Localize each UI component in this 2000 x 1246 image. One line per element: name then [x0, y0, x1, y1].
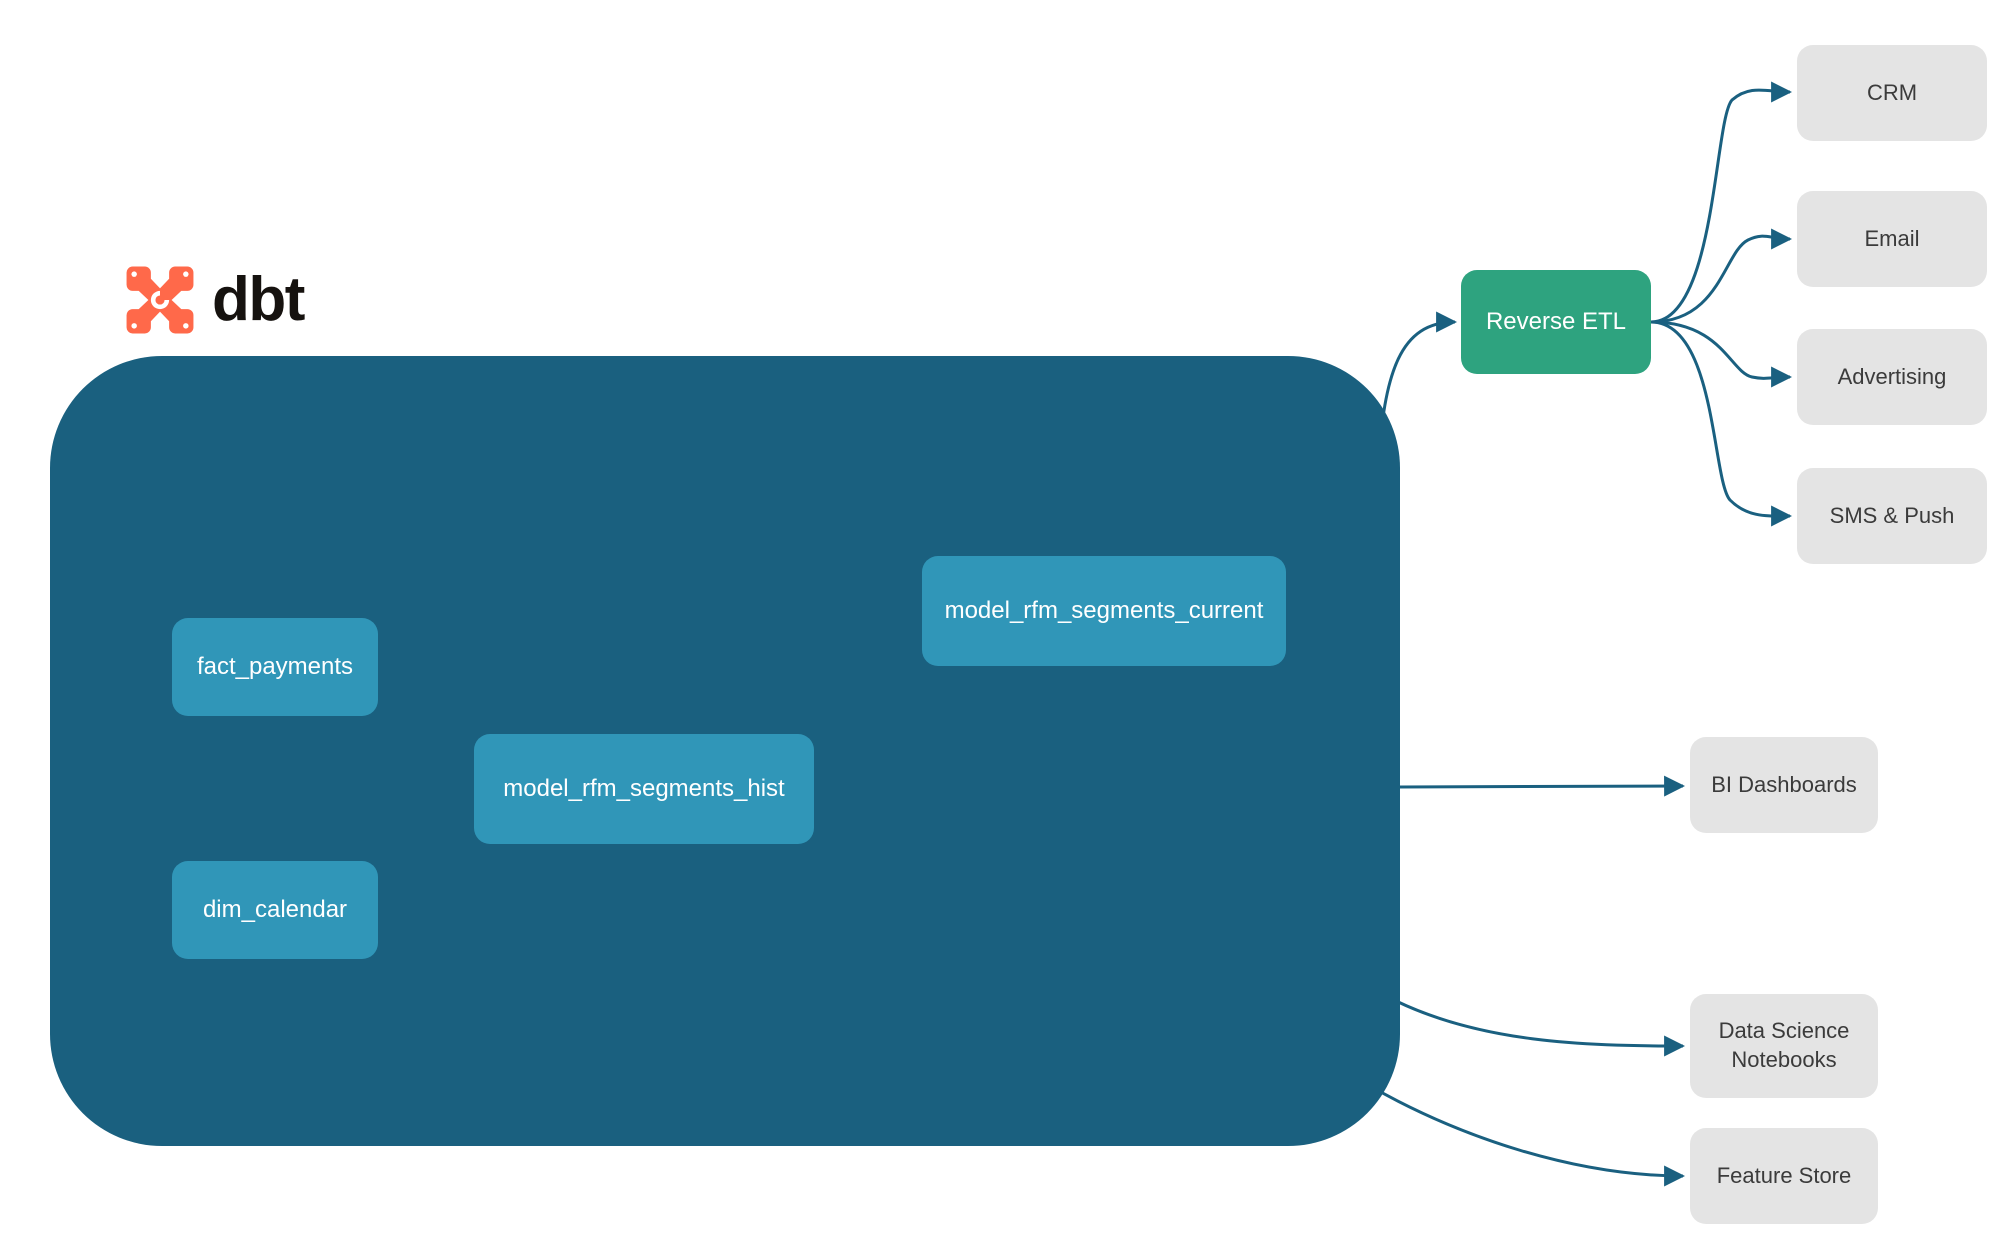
- consumer-label-line1: Data Science: [1718, 1018, 1850, 1044]
- consumer-node-ds-notebooks[interactable]: Data Science Notebooks: [1690, 994, 1878, 1098]
- reverse-etl-node[interactable]: Reverse ETL: [1461, 270, 1651, 374]
- consumer-label: Feature Store: [1716, 1162, 1852, 1188]
- consumer-node-bi-dashboards[interactable]: BI Dashboards: [1690, 737, 1878, 833]
- edge-reverse-etl-to-crm: [1650, 81, 1793, 324]
- dbt-wordmark: dbt: [212, 265, 305, 334]
- destination-node-sms-push[interactable]: SMS & Push: [1797, 468, 1987, 564]
- destination-label: CRM: [1866, 79, 1918, 105]
- consumer-label-line2: Notebooks: [1731, 1047, 1837, 1072]
- model-node-dim-calendar[interactable]: dim_calendar: [172, 861, 378, 959]
- destination-node-crm[interactable]: CRM: [1797, 45, 1987, 141]
- destination-label: Email: [1864, 225, 1920, 251]
- consumer-label: Data Science Notebooks: [1719, 1017, 1850, 1074]
- edge-reverse-etl-to-email: [1650, 228, 1793, 324]
- model-node-label: model_rfm_segments_hist: [503, 775, 785, 802]
- destination-node-email[interactable]: Email: [1797, 191, 1987, 287]
- model-node-fact-payments[interactable]: fact_payments: [172, 618, 378, 716]
- edge-reverse-etl-to-advertising: [1650, 320, 1793, 388]
- edge-hist-to-ds-notebooks-outer: [1393, 998, 1686, 1057]
- model-node-label: fact_payments: [196, 653, 354, 680]
- reverse-etl-label: Reverse ETL: [1485, 308, 1627, 335]
- edge-hist-to-feature-store-outer: [1355, 1076, 1686, 1187]
- consumer-label: BI Dashboards: [1711, 771, 1857, 797]
- model-node-label: model_rfm_segments_current: [944, 597, 1264, 624]
- model-node-rfm-segments-current[interactable]: model_rfm_segments_current: [922, 556, 1286, 666]
- edge-hist-to-bi-dashboards-outer: [1399, 775, 1686, 797]
- destination-label: Advertising: [1837, 363, 1947, 389]
- consumer-node-feature-store[interactable]: Feature Store: [1690, 1128, 1878, 1224]
- edge-reverse-etl-to-sms-push: [1650, 320, 1793, 527]
- dbt-x-logo-icon: [126, 266, 194, 334]
- destination-node-advertising[interactable]: Advertising: [1797, 329, 1987, 425]
- model-node-label: dim_calendar: [202, 896, 348, 923]
- dbt-brand-logo: dbt: [122, 262, 305, 338]
- destination-label: SMS & Push: [1829, 502, 1955, 528]
- model-node-rfm-segments-hist[interactable]: model_rfm_segments_hist: [474, 734, 814, 844]
